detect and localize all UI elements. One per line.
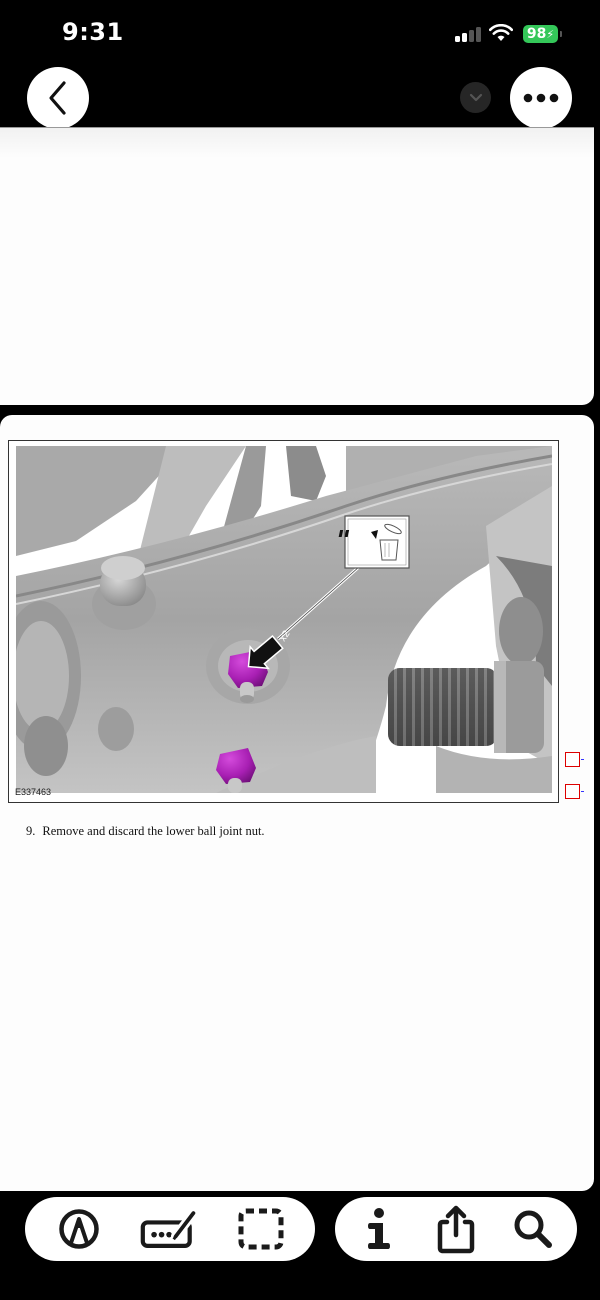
annotation-toolbar-group	[25, 1197, 315, 1261]
step-number: 9.	[26, 824, 36, 838]
wifi-icon	[489, 24, 513, 41]
signature-icon	[140, 1208, 199, 1248]
figure-id-label: E337463	[15, 787, 52, 797]
status-bar: 9:31 98⚡	[0, 0, 600, 64]
pencil-tip-circle-icon	[58, 1209, 99, 1249]
cellular-signal-icon	[455, 26, 481, 42]
search-button[interactable]	[503, 1201, 563, 1257]
share-button[interactable]	[426, 1201, 486, 1257]
info-button[interactable]	[349, 1201, 409, 1257]
figure-frame: x2 E337463	[8, 440, 559, 803]
share-icon	[437, 1205, 475, 1254]
document-toolbar-group	[335, 1197, 577, 1261]
info-icon	[368, 1208, 391, 1249]
lower-control-arm-drawing: x2	[16, 446, 552, 793]
status-time: 9:31	[62, 18, 124, 46]
chevron-left-icon	[49, 81, 66, 115]
signature-button[interactable]	[140, 1201, 200, 1257]
charging-bolt-icon: ⚡	[546, 28, 555, 41]
ball-joint-nut-lower	[216, 748, 256, 793]
discard-trash-can-icon	[338, 523, 402, 561]
collapse-toolbar-button[interactable]	[460, 82, 491, 113]
annotation-checkbox-1[interactable]	[565, 752, 584, 767]
pdf-page-previous[interactable]	[0, 127, 594, 405]
ellipsis-icon	[523, 93, 559, 103]
dashed-selection-icon	[238, 1208, 284, 1250]
annotation-checkbox-2[interactable]	[565, 784, 584, 799]
selection-button[interactable]	[231, 1201, 291, 1257]
chevron-down-icon	[469, 93, 482, 101]
suspension-illustration: x2	[16, 446, 552, 793]
search-icon	[514, 1210, 552, 1248]
step-instruction: 9. Remove and discard the lower ball join…	[26, 824, 265, 839]
battery-indicator: 98⚡	[523, 25, 562, 43]
back-button[interactable]	[27, 67, 89, 129]
step-text: Remove and discard the lower ball joint …	[42, 824, 265, 838]
markup-button[interactable]	[49, 1201, 109, 1257]
more-options-button[interactable]	[510, 67, 572, 129]
battery-level: 98	[526, 26, 547, 42]
pdf-page-current[interactable]: x2 E337463	[0, 415, 594, 1191]
